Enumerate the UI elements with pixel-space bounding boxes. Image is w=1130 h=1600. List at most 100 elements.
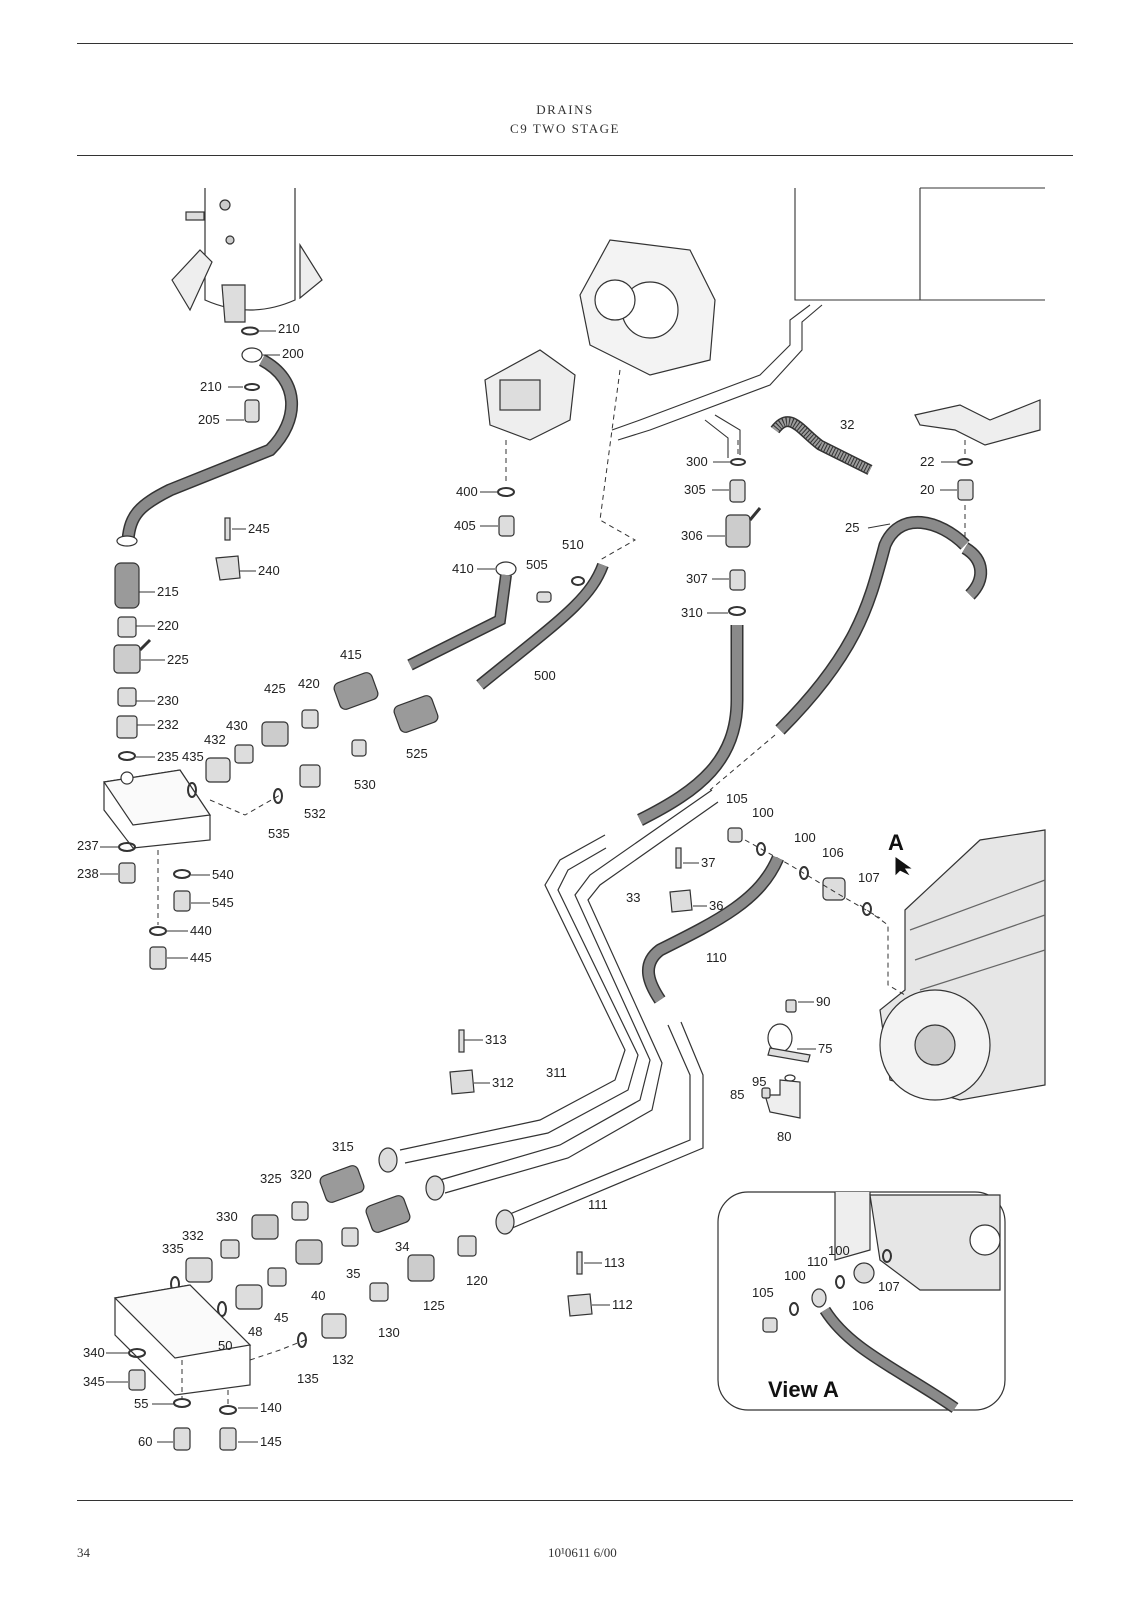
callout-label-332: 332 xyxy=(182,1228,204,1243)
callout-label-125: 125 xyxy=(423,1298,445,1313)
callout-label-80: 80 xyxy=(777,1129,791,1144)
callout-label-37: 37 xyxy=(701,855,715,870)
callout-label-232: 232 xyxy=(157,717,179,732)
callout-label-335: 335 xyxy=(162,1241,184,1256)
callout-label-110: 110 xyxy=(706,950,727,965)
callout-label-111: 111 xyxy=(588,1197,608,1212)
callout-label-200: 200 xyxy=(282,346,304,361)
header-rule xyxy=(77,155,1073,156)
enclosure-outline-graphic xyxy=(611,187,1045,458)
callout-label-106: 106 xyxy=(852,1298,874,1313)
callout-label-510: 510 xyxy=(562,537,584,552)
callout-label-50: 50 xyxy=(218,1338,232,1353)
gearbox-graphic xyxy=(484,349,576,441)
page-number: 34 xyxy=(77,1545,90,1560)
callout-label-48: 48 xyxy=(248,1324,262,1339)
callout-label-95: 95 xyxy=(752,1074,766,1089)
top-rule xyxy=(77,43,1073,44)
callout-label-36: 36 xyxy=(709,898,723,913)
callout-label-325: 325 xyxy=(260,1171,282,1186)
view-a-inset xyxy=(717,1191,1006,1411)
callout-label-130: 130 xyxy=(378,1325,400,1340)
callout-label-525: 525 xyxy=(406,746,428,761)
page-subtitle: C9 TWO STAGE xyxy=(510,121,620,136)
callout-label-140: 140 xyxy=(260,1400,282,1415)
callout-label-107: 107 xyxy=(878,1279,900,1294)
callout-label-445: 445 xyxy=(190,950,212,965)
view-arrow-icon xyxy=(895,857,912,876)
callout-label-500: 500 xyxy=(534,668,556,683)
callout-label-45: 45 xyxy=(274,1310,288,1325)
flywheel-housing-graphic xyxy=(579,239,716,376)
callout-label-400: 400 xyxy=(456,484,478,499)
callout-label-210: 210 xyxy=(278,321,300,336)
callout-label-405: 405 xyxy=(454,518,476,533)
callout-label-540: 540 xyxy=(212,867,234,882)
callout-label-238: 238 xyxy=(77,866,99,881)
callout-label-220: 220 xyxy=(157,618,179,633)
callout-label-330: 330 xyxy=(216,1209,238,1224)
callout-label-545: 545 xyxy=(212,895,234,910)
callout-label-205: 205 xyxy=(198,412,220,427)
callout-label-315: 315 xyxy=(332,1139,354,1154)
callout-label-313: 313 xyxy=(485,1032,507,1047)
callout-label-35: 35 xyxy=(346,1266,360,1281)
callout-label-22: 22 xyxy=(920,454,934,469)
callout-label-420: 420 xyxy=(298,676,320,691)
callout-label-110: 110 xyxy=(807,1254,828,1269)
callout-label-105: 105 xyxy=(726,791,748,806)
callout-label-240: 240 xyxy=(258,563,280,578)
callout-label-345: 345 xyxy=(83,1374,105,1389)
callout-label-107: 107 xyxy=(858,870,880,885)
callout-label-112: 112 xyxy=(612,1297,633,1312)
callout-label-505: 505 xyxy=(526,557,548,572)
callout-label-100: 100 xyxy=(784,1268,806,1283)
callout-leader-line xyxy=(867,523,891,529)
callout-labels: 2102002102052452402152202252302322352372… xyxy=(77,321,957,1449)
callout-label-75: 75 xyxy=(818,1041,832,1056)
callout-label-33: 33 xyxy=(626,890,640,905)
callout-label-535: 535 xyxy=(268,826,290,841)
callout-label-90: 90 xyxy=(816,994,830,1009)
callout-label-430: 430 xyxy=(226,718,248,733)
callout-label-85: 85 xyxy=(730,1087,744,1102)
callout-label-32: 32 xyxy=(840,417,854,432)
callout-label-432: 432 xyxy=(204,732,226,747)
engine-graphic xyxy=(879,829,1046,1101)
callout-label-340: 340 xyxy=(83,1345,105,1360)
footer-rule xyxy=(77,1500,1073,1501)
callout-label-135: 135 xyxy=(297,1371,319,1386)
document-number: 10¹0611 6/00 xyxy=(548,1545,617,1560)
callout-label-120: 120 xyxy=(466,1273,488,1288)
callout-label-113: 113 xyxy=(604,1255,625,1270)
page-title: DRAINS xyxy=(536,102,594,117)
callout-label-237: 237 xyxy=(77,838,99,853)
callout-label-305: 305 xyxy=(684,482,706,497)
view-a-marker: A xyxy=(888,830,904,855)
view-a-label: View A xyxy=(768,1377,839,1402)
callout-label-415: 415 xyxy=(340,647,362,662)
separator-tank-graphic xyxy=(171,188,323,323)
callout-label-311: 311 xyxy=(546,1065,567,1080)
callout-label-40: 40 xyxy=(311,1288,325,1303)
callout-label-307: 307 xyxy=(686,571,708,586)
callout-label-320: 320 xyxy=(290,1167,312,1182)
callout-label-310: 310 xyxy=(681,605,703,620)
callout-label-100: 100 xyxy=(794,830,816,845)
callout-label-235: 235 xyxy=(157,749,179,764)
callout-label-425: 425 xyxy=(264,681,286,696)
callout-label-532: 532 xyxy=(304,806,326,821)
callout-label-435: 435 xyxy=(182,749,204,764)
callout-label-105: 105 xyxy=(752,1285,774,1300)
callout-label-440: 440 xyxy=(190,923,212,938)
callout-label-306: 306 xyxy=(681,528,703,543)
callout-label-210: 210 xyxy=(200,379,222,394)
callout-label-20: 20 xyxy=(920,482,934,497)
callout-label-25: 25 xyxy=(845,520,859,535)
callout-label-106: 106 xyxy=(822,845,844,860)
callout-label-245: 245 xyxy=(248,521,270,536)
callout-label-312: 312 xyxy=(492,1075,514,1090)
callout-label-34: 34 xyxy=(395,1239,409,1254)
callout-label-132: 132 xyxy=(332,1352,354,1367)
